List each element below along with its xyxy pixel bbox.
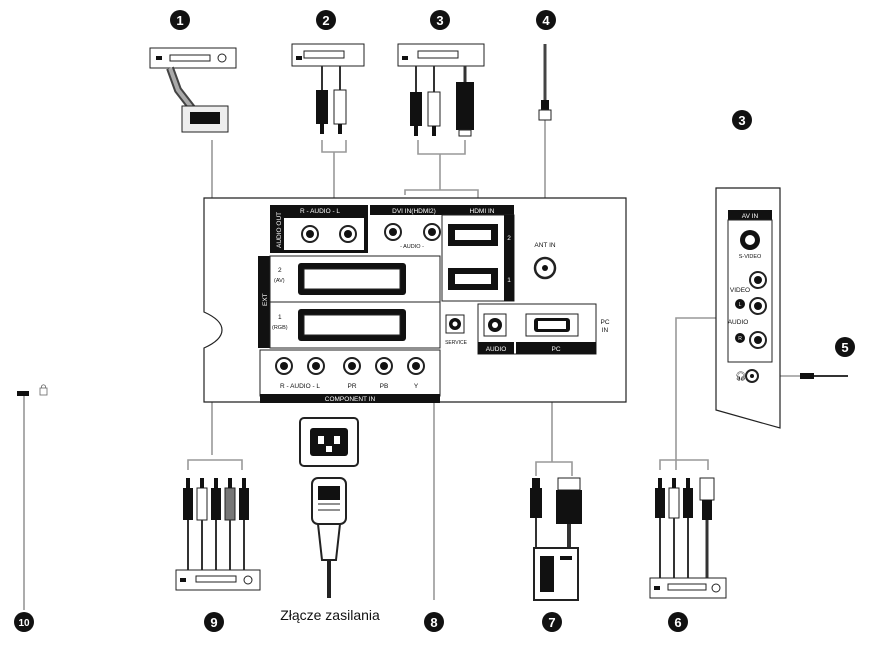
rca-cable-pair-icon [316,66,347,134]
service-label: SERVICE [445,340,468,346]
marker-1: 1 [170,10,190,30]
pc-audio-block: AUDIO PC PC IN [477,303,610,355]
marker-4-text: 4 [542,13,550,28]
audio-l-label: L [739,302,742,308]
side-audio-label: AUDIO [728,319,749,326]
ant-in-label: ANT IN [534,242,555,249]
pc-cables-icon [530,477,582,548]
marker-5-text: 5 [841,340,848,355]
antenna-cable-icon [538,44,552,121]
pc-tower-icon [533,547,579,601]
marker-5: 5 [835,337,855,357]
hdmi-2-label: 2 [507,235,511,242]
marker-2-text: 2 [322,13,329,28]
marker-2: 2 [316,10,336,30]
marker-10: 10 [14,612,34,632]
hdmi-device-3 [397,43,485,67]
audio-out-rl-label: R - AUDIO - L [300,208,340,215]
marker-3: 3 [430,10,450,30]
audio-label: AUDIO [486,346,507,353]
marker-8: 8 [424,612,444,632]
pc-in-label-1: PC [600,319,609,326]
connection-lines [187,118,800,600]
dvd-device-9 [175,569,261,591]
audio-out-label: AUDIO OUT [276,212,283,248]
y-label: Y [414,383,419,390]
hdmi-1-label: 1 [507,277,511,284]
component-cables-icon [183,478,249,570]
marker-10-text: 10 [18,618,30,629]
ext2-label: 2 [278,267,282,274]
ext-label: EXT [262,293,269,306]
s-video-label: S-VIDEO [739,254,762,260]
marker-6: 6 [668,612,688,632]
service-jack: SERVICE [445,314,468,346]
ext-scart-block: EXT 2 (AV) 1 (RGB) [258,255,441,349]
marker-7: 7 [542,612,562,632]
marker-4: 4 [536,10,556,30]
pc-label: PC [551,346,560,353]
ext1-sub-label: (RGB) [272,325,288,331]
rear-panel: R - AUDIO - L AUDIO OUT DVI IN(HDMI2) HD… [203,197,627,403]
marker-1-text: 1 [176,13,183,28]
video-label: VIDEO [730,287,750,294]
power-connector-caption: Złącze zasilania [280,607,380,623]
marker-3-side-text: 3 [738,113,745,128]
pc-in-label-2: IN [602,327,609,334]
scart-cable-icon [166,66,229,133]
vcr-device-1 [149,47,237,69]
audio-out-block: R - AUDIO - L AUDIO OUT [270,205,368,253]
headphone-icon: 🎧︎ [735,371,746,381]
marker-9: 9 [204,612,224,632]
component-in-label: COMPONENT IN [325,396,376,403]
audio-r-label: R [738,336,742,342]
marker-8-text: 8 [430,615,437,630]
marker-7-text: 7 [548,615,555,630]
audio-device-2 [291,43,365,67]
ext2-sub-label: (AV) [274,278,285,284]
dvi-audio-label: - AUDIO - [400,244,424,250]
av-in-label: AV IN [742,213,759,220]
dvi-hdmi-cable-icon [410,66,474,137]
pr-label: PR [347,383,356,390]
power-socket-icon [299,417,359,467]
marker-9-text: 9 [210,615,217,630]
ant-in-jack: ANT IN [533,242,557,280]
component-in-block: R - AUDIO - L PR PB Y COMPONENT IN [259,349,441,403]
pb-label: PB [380,383,389,390]
av-cables-icon [655,477,715,578]
marker-3-text: 3 [436,13,443,28]
side-av-panel: AV IN S-VIDEO VIDEO L AUDIO R 🎧︎ [715,187,781,429]
component-audio-label: R - AUDIO - L [280,383,320,390]
hdmi-in-label: HDMI IN [470,208,495,215]
marker-3-side: 3 [732,110,752,130]
vcr-device-6 [649,577,727,599]
headphone-plug-icon [800,373,848,379]
dvi-in-label: DVI IN(HDMI2) [392,208,436,215]
power-plug-icon [311,477,347,598]
kensington-lock-icon [17,384,48,610]
ext1-label: 1 [278,314,282,321]
dvi-hdmi-block: DVI IN(HDMI2) HDMI IN - AUDIO - 2 1 [370,205,515,302]
marker-6-text: 6 [674,615,681,630]
